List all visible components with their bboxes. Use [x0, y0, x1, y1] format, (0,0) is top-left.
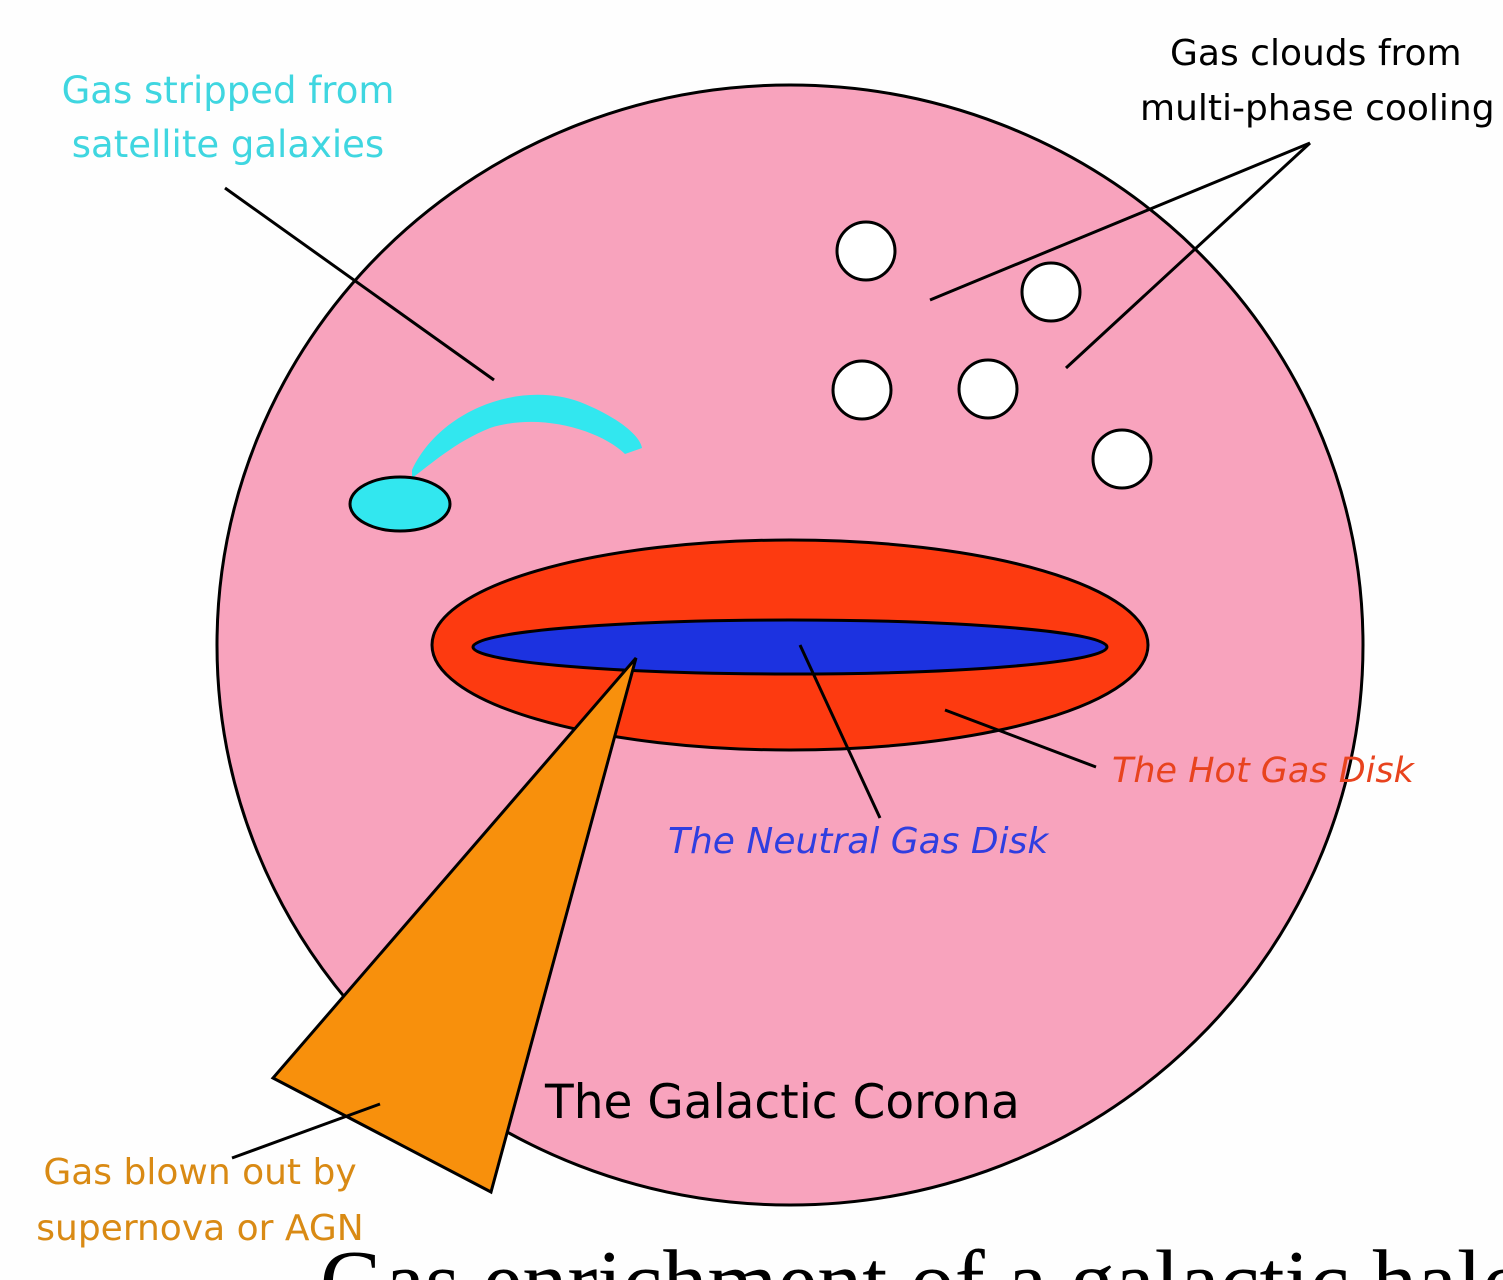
label-clouds-line1: Gas clouds from — [1170, 33, 1462, 74]
gas-cloud — [959, 360, 1017, 418]
gas-cloud — [837, 222, 895, 280]
label-blown-line2: supernova or AGN — [36, 1208, 363, 1249]
neutral-gas-disk — [473, 620, 1107, 674]
label-stripped-line1: Gas stripped from — [62, 69, 395, 112]
satellite-galaxy — [350, 477, 450, 531]
leader-blown — [232, 1104, 380, 1158]
gas-cloud — [833, 361, 891, 419]
label-neutral-disk: The Neutral Gas Disk — [668, 821, 1050, 862]
label-blown-line1: Gas blown out by — [43, 1152, 356, 1193]
label-hot-disk: The Hot Gas Disk — [1112, 751, 1416, 791]
gas-cloud — [1093, 430, 1151, 488]
gas-cloud — [1022, 263, 1080, 321]
caption-partial: Gas enrichment of a galactic halo — [320, 1233, 1503, 1280]
label-stripped-line2: satellite galaxies — [72, 123, 384, 166]
label-clouds-line2: multi-phase cooling — [1140, 88, 1495, 129]
label-corona: The Galactic Corona — [544, 1075, 1020, 1130]
